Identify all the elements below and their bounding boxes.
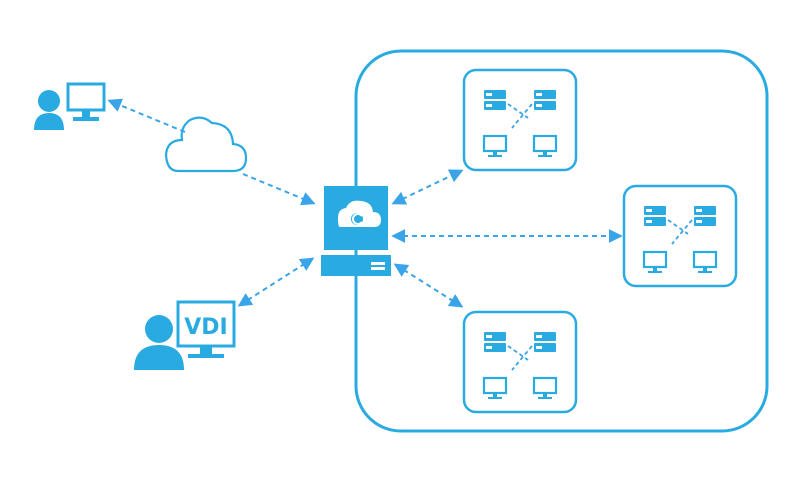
- vdi-monitor-icon: VDI: [176, 300, 236, 358]
- server-cluster-right: [624, 186, 736, 286]
- user-icon: [34, 90, 64, 130]
- server-cluster-bottom: [464, 312, 576, 412]
- link-gateway-bottom: [393, 263, 464, 308]
- link-vdi-gateway: [237, 257, 315, 307]
- link-gateway-top: [391, 169, 464, 205]
- link-cloud-gateway: [242, 173, 316, 206]
- cloud-icon: [164, 116, 248, 173]
- user-icon: [134, 315, 184, 370]
- vdi-user: VDI: [134, 300, 236, 370]
- vdi-label: VDI: [184, 315, 227, 340]
- server-cluster-top: [464, 70, 576, 170]
- gateway-server-icon: [321, 186, 391, 276]
- remote-user: [34, 82, 106, 130]
- link-user-cloud: [107, 98, 186, 133]
- monitor-icon: [66, 82, 106, 121]
- connections: [107, 98, 623, 308]
